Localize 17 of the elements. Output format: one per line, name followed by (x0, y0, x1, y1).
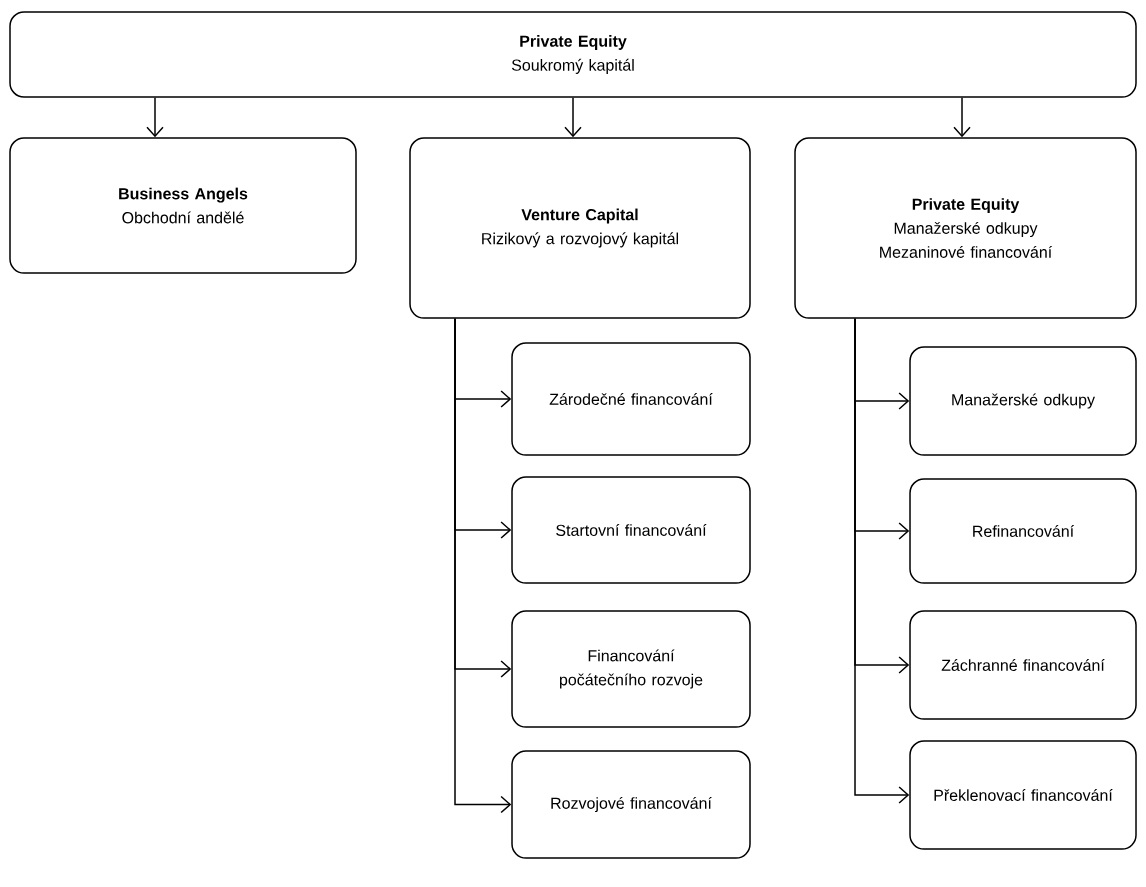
subcategory-box: Financování počátečního rozvoje (511, 610, 751, 728)
arrow (454, 318, 512, 814)
subcategory-box: Startovní financování (511, 476, 751, 584)
category-box: Venture Capital Rizikový a rozvojový kapitál (409, 137, 751, 319)
arrow (564, 97, 582, 138)
arrow (854, 318, 910, 804)
arrow (146, 97, 164, 138)
subcategory-box: Rozvojové financování (511, 750, 751, 859)
arrow (953, 97, 971, 138)
subcategory-box: Překlenovací financování (909, 740, 1137, 850)
subcategory-box: Záchranné financování (909, 610, 1137, 720)
subcategory-box: Manažerské odkupy (909, 346, 1137, 456)
category-box: Business Angels Obchodní andělé (9, 137, 357, 274)
subcategory-box: Zárodečné financování (511, 342, 751, 456)
category-box: Private Equity Manažerské odkupy Mezaninové financování (794, 137, 1137, 319)
category-box: Private Equity Soukromý kapitál (9, 11, 1137, 98)
subcategory-box: Refinancování (909, 478, 1137, 584)
